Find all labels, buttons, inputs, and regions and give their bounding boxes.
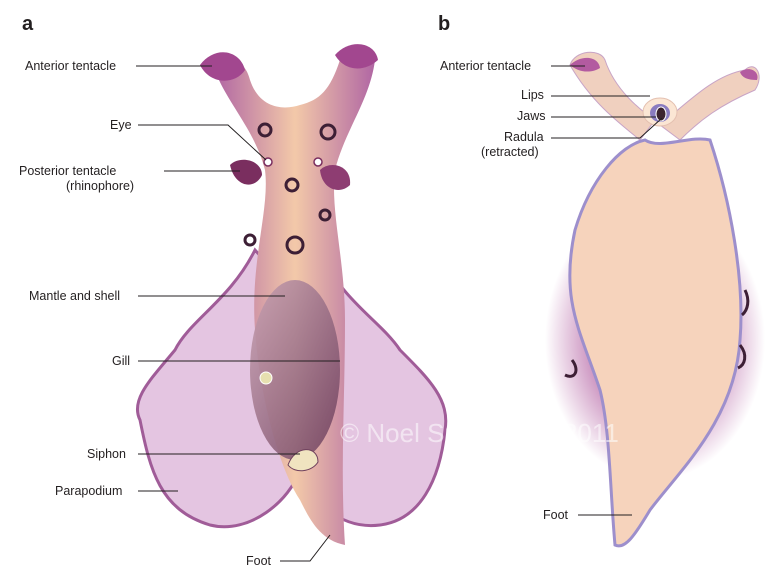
sea-hare-dorsal-illustration (135, 44, 448, 545)
mantle-shell (250, 280, 340, 460)
body-spots-b (564, 289, 750, 378)
panel-a-letter: a (22, 13, 34, 35)
jaws (655, 106, 667, 122)
label-parapodium: Parapodium (55, 484, 122, 498)
sea-hare-ventral-illustration (545, 51, 765, 548)
eye-right (313, 157, 323, 167)
panel-a-labels: Anterior tentacle Eye Posterior tentacle… (19, 59, 340, 568)
label-jaws: Jaws (517, 109, 545, 123)
label-anterior-tentacle-b: Anterior tentacle (440, 59, 531, 73)
copyright-watermark: © Noel Srivansanti 2011 (340, 418, 619, 448)
label-lips: Lips (521, 88, 544, 102)
foot-b (568, 137, 743, 548)
panel-b-letter: b (438, 13, 450, 35)
label-posterior-tentacle: Posterior tentacle (19, 164, 116, 178)
label-radula: Radula (504, 130, 544, 144)
left-anterior-tentacle (200, 52, 245, 81)
label-anterior-tentacle-a: Anterior tentacle (25, 59, 116, 73)
label-foot-a: Foot (246, 554, 272, 568)
gill-spot (259, 371, 273, 385)
right-rhinophore (320, 165, 351, 190)
right-anterior-tentacle (335, 44, 378, 69)
siphon-shape (287, 449, 319, 472)
label-mantle-shell: Mantle and shell (29, 289, 120, 303)
label-retracted: (retracted) (481, 145, 539, 159)
panel-b-labels: Anterior tentacle Lips Jaws Radula (retr… (440, 59, 663, 522)
label-eye: Eye (110, 118, 132, 132)
right-anterior-tentacle-b (659, 66, 760, 141)
tentacle-tip-right (740, 69, 758, 80)
body-spots (243, 122, 337, 255)
tentacle-tip (570, 57, 600, 72)
label-rhinophore: (rhinophore) (66, 179, 134, 193)
left-rhinophore (230, 159, 262, 185)
label-siphon: Siphon (87, 447, 126, 461)
label-gill: Gill (112, 354, 130, 368)
label-foot-b: Foot (543, 508, 569, 522)
